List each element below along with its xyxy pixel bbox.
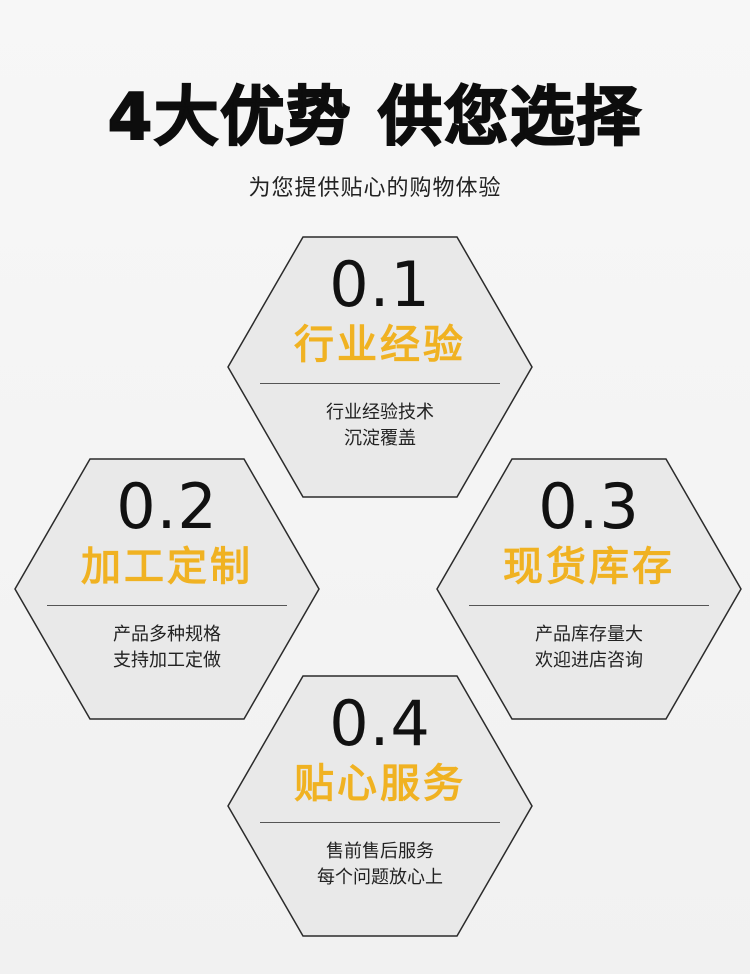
advantage-description: 行业经验技术 沉淀覆盖 <box>227 400 533 452</box>
advantage-description: 产品多种规格 支持加工定做 <box>14 622 320 674</box>
advantage-title: 现货库存 <box>503 544 675 590</box>
divider <box>260 822 500 823</box>
advantage-number: 0.2 <box>116 470 218 543</box>
page-subtitle: 为您提供贴心的购物体验 <box>248 176 502 201</box>
advantage-number: 0.4 <box>329 687 431 760</box>
hexagon-shape <box>14 458 320 720</box>
advantage-desc-line-2: 沉淀覆盖 <box>344 428 416 449</box>
advantage-desc-line-1: 行业经验技术 <box>326 402 434 423</box>
advantage-card-3: 0.3 现货库存 产品库存量大 欢迎进店咨询 <box>436 458 742 720</box>
advantage-desc-line-1: 产品库存量大 <box>535 624 643 645</box>
hexagon-shape <box>227 236 533 498</box>
advantage-title: 加工定制 <box>81 544 253 590</box>
divider <box>260 383 500 384</box>
advantage-desc-line-1: 售前售后服务 <box>326 841 434 862</box>
page-title-right: 供您选择 <box>377 80 643 156</box>
advantage-description: 售前售后服务 每个问题放心上 <box>227 839 533 891</box>
advantage-desc-line-2: 每个问题放心上 <box>317 867 443 888</box>
advantage-desc-line-2: 支持加工定做 <box>113 650 221 671</box>
hexagon-shape <box>227 675 533 937</box>
advantage-card-1: 0.1 行业经验 行业经验技术 沉淀覆盖 <box>227 236 533 498</box>
advantage-card-2: 0.2 加工定制 产品多种规格 支持加工定做 <box>14 458 320 720</box>
advantage-description: 产品库存量大 欢迎进店咨询 <box>436 622 742 674</box>
divider <box>469 605 709 606</box>
divider <box>47 605 287 606</box>
page-title: 4大优势供您选择 <box>0 78 750 158</box>
advantage-desc-line-2: 欢迎进店咨询 <box>535 650 643 671</box>
advantage-desc-line-1: 产品多种规格 <box>113 624 221 645</box>
hexagon-shape <box>436 458 742 720</box>
advantage-number: 0.3 <box>538 470 640 543</box>
advantage-card-4: 0.4 贴心服务 售前售后服务 每个问题放心上 <box>227 675 533 937</box>
advantage-number: 0.1 <box>329 248 431 321</box>
page-title-left: 4大优势 <box>107 80 353 156</box>
advantage-title: 行业经验 <box>294 322 466 368</box>
advantage-title: 贴心服务 <box>294 761 466 807</box>
